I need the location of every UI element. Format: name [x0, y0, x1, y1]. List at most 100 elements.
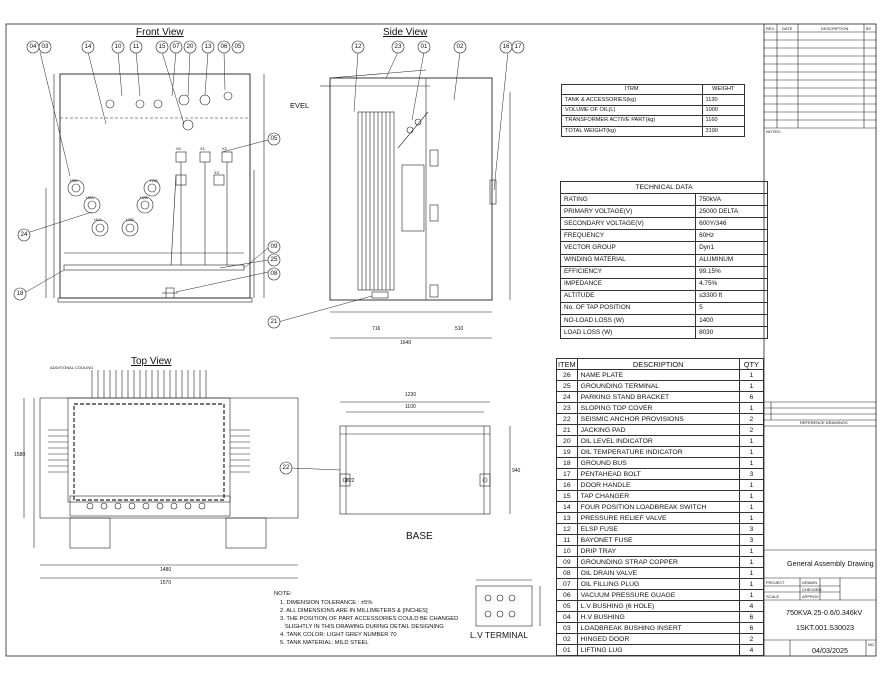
- label-x3: X3: [214, 170, 219, 175]
- callout-03: 03: [41, 43, 49, 50]
- callout-14: 14: [84, 43, 92, 50]
- callout-08: 08: [270, 270, 278, 277]
- dim-side-left: 716: [372, 326, 381, 332]
- sheet-number-label: NO.: [868, 642, 876, 647]
- evel-label: EVEL: [290, 101, 310, 110]
- leader-lines: [25, 51, 509, 471]
- callout-20: 20: [186, 43, 194, 50]
- callout-16: 16: [502, 43, 510, 50]
- side-view-title: Side View: [383, 27, 428, 38]
- table-row: ALTITUDE≤3300 ft: [559, 289, 768, 303]
- callout-17: 17: [514, 43, 522, 50]
- callout-21: 21: [270, 318, 278, 325]
- table-row: VOLUME OF OIL(L)1000: [561, 104, 746, 117]
- callout-24: 24: [20, 231, 28, 238]
- tb-label-scale: SCALE: [766, 594, 780, 599]
- callout-23: 23: [394, 43, 402, 50]
- table-row: LOAD LOSS (W)8030: [559, 326, 768, 340]
- front-view-title: Front View: [136, 27, 184, 38]
- note-line: 3. THE POSITION OF PART ACCESSORIES COUL…: [280, 616, 459, 622]
- callout-13: 13: [204, 43, 212, 50]
- callout-01: 01: [420, 43, 428, 50]
- technical-data-title: TECHNICAL DATA: [560, 180, 768, 195]
- label-x0: X0: [176, 146, 181, 151]
- table-row: TANK & ACCESSORIES(kg)1130: [561, 94, 746, 106]
- top-view-note: ADDITIONAL COOLING: [50, 365, 94, 370]
- label-h1a: H1A: [94, 217, 102, 222]
- note-line: SLIGHTLY IN THIS DRAWING DURING DETAIL D…: [280, 624, 444, 630]
- callout-05: 05: [270, 135, 278, 142]
- dim-hole: Ø22: [345, 478, 355, 484]
- callout-02: 02: [456, 43, 464, 50]
- dim-side-total: 1640: [400, 340, 412, 346]
- note-line: 2. ALL DIMENSIONS ARE IN MILLIMETERS & […: [280, 608, 428, 614]
- label-h1b: H1B: [150, 178, 158, 183]
- rev-header-date: DATE: [782, 26, 793, 31]
- dim-top-width: 1480: [160, 567, 172, 573]
- table-row: SECONDARY VOLTAGE(V)600Y/346: [559, 217, 768, 231]
- side-view-outline: [320, 69, 511, 339]
- dim-top-height: 1580: [14, 452, 26, 458]
- top-view-outline: [23, 370, 299, 579]
- rev-header-rev: REV.: [766, 26, 775, 31]
- callout-25: 25: [270, 256, 278, 263]
- table-row: TRANSFORMER ACTIVE PART(kg)1160: [561, 115, 746, 127]
- tb-label-project: PROJECT: [766, 580, 785, 585]
- callout-05a: 05: [234, 43, 242, 50]
- label-h2a: H2A: [86, 195, 94, 200]
- base-outline: [339, 401, 511, 515]
- note-line: 5. TANK MATERIAL: MILD STEEL: [280, 640, 369, 646]
- drawing-date: 04/03/2025: [812, 646, 848, 655]
- dim-top-total: 1570: [160, 580, 172, 586]
- sheet-border: [5, 23, 877, 657]
- callout-10: 10: [114, 43, 122, 50]
- dim-base-h: 940: [512, 468, 521, 474]
- label-x2: X2: [222, 146, 227, 151]
- reference-drawings: REFERENCE DRAWINGS: [800, 420, 848, 425]
- lv-terminal-outline: [475, 579, 541, 627]
- dim-side-right: 510: [455, 326, 464, 332]
- callout-15: 15: [158, 43, 166, 50]
- lv-terminal-title: L.V TERMINAL: [470, 630, 528, 640]
- tb-label-drawn: DRAWN: [802, 580, 817, 585]
- items-header-description: DESCRIPTION: [576, 358, 740, 370]
- table-row: TOTAL WEIGHT(kg)3190: [561, 125, 746, 137]
- top-view-title: Top View: [131, 356, 172, 367]
- callout-06: 06: [220, 43, 228, 50]
- weight-header-item: ITRM: [561, 83, 703, 96]
- callout-bubbles: [13, 40, 525, 475]
- table-row: PRIMARY VOLTAGE(V)25000 DELTA: [559, 205, 768, 219]
